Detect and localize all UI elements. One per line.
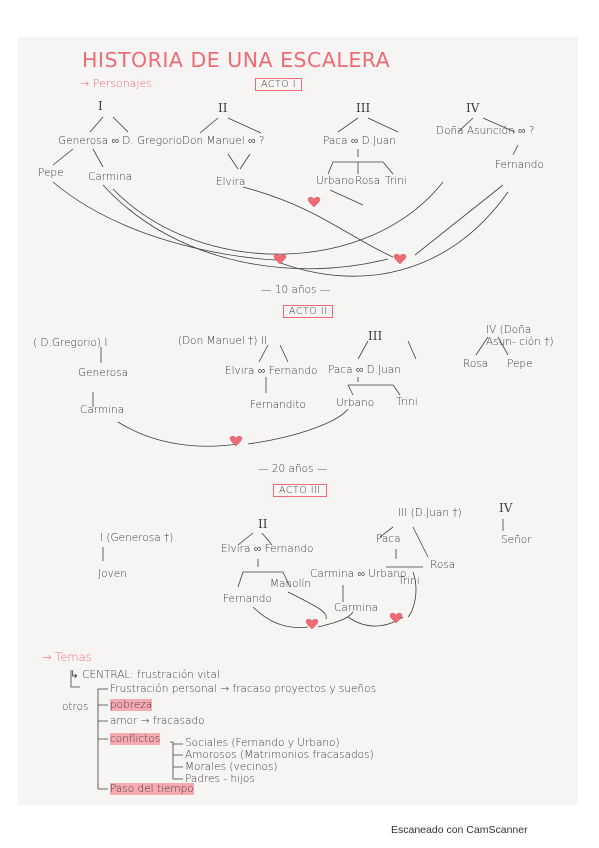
acto1-roman-1: I [98, 99, 103, 113]
acto2-gregorio: ( D.Gregorio) I [33, 337, 108, 349]
conflicto-sociales: Sociales (Fernando y Urbano) [185, 737, 340, 749]
conflicto-amorosos: Amorosos (Matrimonios fracasados) [185, 749, 374, 761]
acto2-generosa: Generosa [78, 367, 129, 379]
paca-juan: Paca ∞ D.Juan [323, 135, 396, 147]
temas-otros: otros [62, 701, 89, 713]
fernando: Fernando [495, 159, 544, 171]
generosa-gregorio: Generosa ∞ D. Gregorio [58, 135, 183, 147]
acto2-rosa: Rosa [463, 358, 489, 370]
acto3-juan: III (D.Juan †) [398, 507, 462, 519]
acto2-elvira-fernando: Elvira ∞ Fernando [225, 365, 318, 377]
tema-paso-tiempo: Paso del tiempo [110, 783, 194, 795]
acto2-fernandito: Fernandito [250, 399, 306, 411]
acto3-fernando: Fernando [223, 593, 272, 605]
acto3-roman-2: II [258, 517, 268, 531]
conflicto-padres-hijos: Padres - hijos [185, 773, 255, 785]
acto2-roman-3: III [368, 329, 383, 343]
acto1-roman-2: II [218, 101, 228, 115]
acto3-generosa: I (Generosa †) [100, 532, 174, 544]
acto3-carmina-hija: Carmina [334, 602, 379, 614]
tema-conflictos: conflictos [110, 733, 161, 745]
elvira: Elvira [216, 176, 246, 188]
acto3-manolin: Manolín [270, 578, 312, 590]
acto1-roman-4: IV [466, 101, 480, 115]
acto2-carmina: Carmina [80, 404, 125, 416]
pepe: Pepe [38, 167, 64, 179]
temas-heading: → Temas [42, 650, 92, 664]
acto3-trini: Trini [398, 575, 420, 587]
acto3-elvira-fernando: Elvira ∞ Fernando [221, 543, 314, 555]
don-manuel: Don Manuel ∞ ? [182, 135, 265, 147]
separator-20-anos: — 20 años — [258, 463, 328, 475]
tema-frustracion: Frustración personal → fracaso proyectos… [110, 683, 377, 695]
tema-central: ↳ CENTRAL: frustración vital [70, 669, 220, 681]
acto3-carmina-urbano: Carmina ∞ Urbano [310, 568, 407, 580]
acto3-paca: Paca [376, 533, 401, 545]
acto2-pepe: Pepe [507, 358, 533, 370]
rosa: Rosa [355, 175, 381, 187]
tema-pobreza: pobreza [110, 699, 153, 711]
connector-lines [52, 116, 519, 790]
notebook-page: HISTORIA DE UNA ESCALERA → Personajes AC… [18, 37, 578, 805]
acto2-trini: Trini [396, 396, 418, 408]
acto-3-label: ACTO III [273, 484, 327, 497]
acto2-urbano: Urbano [336, 397, 375, 409]
acto3-rosa: Rosa [430, 559, 456, 571]
acto3-senor: Señor [501, 534, 532, 546]
carmina: Carmina [88, 171, 133, 183]
acto2-asuncion: IV (Doña Asun- ción †) [486, 324, 554, 348]
acto1-roman-3: III [356, 101, 371, 115]
acto3-joven: Joven [98, 568, 127, 580]
trini: Trini [385, 175, 407, 187]
acto2-manuel: (Don Manuel †) II [178, 335, 267, 347]
urbano: Urbano [316, 175, 355, 187]
tema-amor: amor → fracasado [110, 715, 205, 727]
page-title: HISTORIA DE UNA ESCALERA [82, 48, 391, 72]
personajes-heading: → Personajes [80, 77, 152, 90]
acto3-roman-4: IV [499, 501, 513, 515]
acto2-paca-juan: Paca ∞ D.Juan [328, 364, 401, 376]
camscanner-footer: Escaneado con CamScanner [391, 824, 528, 836]
acto-1-label: ACTO I [255, 78, 303, 91]
conflicto-morales: Morales (vecinos) [185, 761, 278, 773]
separator-10-anos: — 10 años — [261, 284, 331, 296]
acto-2-label: ACTO II [283, 305, 334, 318]
dona-asuncion: Doña Asunción ∞ ? [436, 125, 535, 137]
